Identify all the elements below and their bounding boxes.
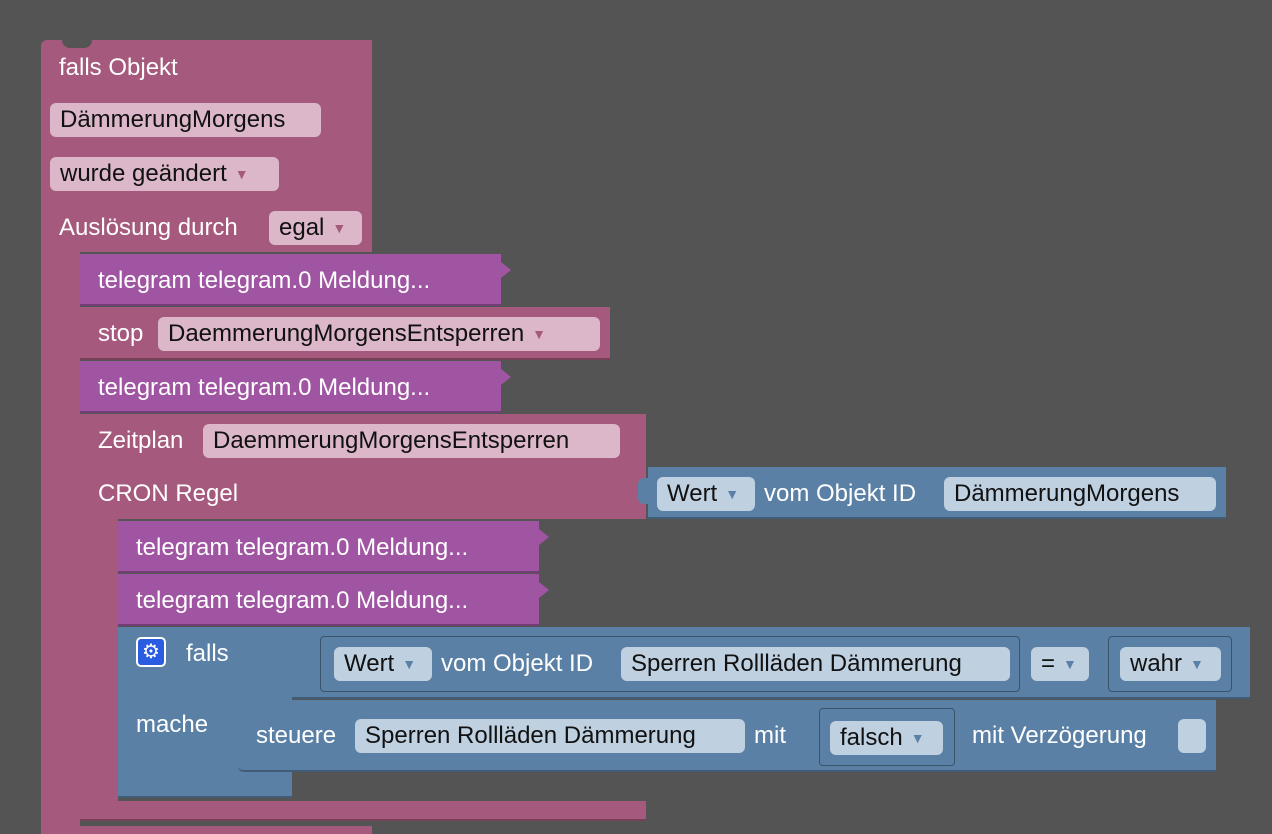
gear-icon[interactable]: ⚙: [136, 637, 166, 667]
value-type-dropdown[interactable]: Wert▼: [657, 477, 755, 511]
output-notch: [501, 262, 511, 278]
stop-label: stop: [98, 320, 144, 347]
compare-right-input: [1108, 636, 1232, 692]
value-type-dropdown[interactable]: Wert▼: [334, 647, 432, 681]
boolean-dropdown[interactable]: wahr▼: [1120, 647, 1221, 681]
trigger-object-field[interactable]: DämmerungMorgens: [50, 103, 321, 137]
trigger-block-bottom: [41, 826, 372, 834]
chevron-down-icon: ▼: [910, 730, 925, 746]
chevron-down-icon: ▼: [532, 326, 547, 342]
telegram-label: telegram telegram.0 Meldung...: [98, 267, 431, 294]
if-block-bottom: [118, 786, 292, 798]
telegram-block[interactable]: [118, 574, 539, 626]
set-value-input: [819, 708, 955, 766]
compare-left-input: [320, 636, 1020, 692]
set-object-field[interactable]: Sperren Rollläden Dämmerung: [355, 719, 745, 753]
if-label: falls: [186, 640, 229, 667]
delay-field[interactable]: [1178, 719, 1206, 753]
input-connector: [282, 642, 292, 668]
chevron-down-icon: ▼: [1063, 656, 1077, 672]
output-notch: [539, 529, 549, 545]
telegram-label: telegram telegram.0 Meldung...: [136, 534, 469, 561]
stop-schedule-dropdown[interactable]: DaemmerungMorgensEntsperren▼: [158, 317, 600, 351]
set-label: steuere: [256, 722, 337, 749]
schedule-label: Zeitplan: [98, 427, 184, 454]
schedule-name-field[interactable]: DaemmerungMorgensEntsperren: [203, 424, 620, 458]
object-id-label: vom Objekt ID: [764, 480, 917, 507]
telegram-label: telegram telegram.0 Meldung...: [136, 587, 469, 614]
operator-dropdown[interactable]: =▼: [1031, 647, 1089, 681]
chevron-down-icon: ▼: [725, 486, 740, 502]
do-label: mache: [136, 711, 209, 738]
chevron-down-icon: ▼: [1190, 656, 1204, 672]
telegram-block[interactable]: [80, 254, 501, 306]
trigger-by-dropdown[interactable]: egal▼: [269, 211, 362, 245]
telegram-block[interactable]: [80, 361, 501, 413]
trigger-by-label: Auslösung durch: [59, 214, 238, 241]
output-notch: [539, 582, 549, 598]
chevron-down-icon: ▼: [332, 220, 347, 236]
cron-label: CRON Regel: [98, 480, 239, 507]
with-label: mit: [754, 722, 786, 749]
boolean-dropdown[interactable]: falsch▼: [830, 721, 943, 755]
chevron-down-icon: ▼: [234, 166, 249, 182]
object-id-label: vom Objekt ID: [441, 650, 594, 677]
trigger-title: falls Objekt: [59, 54, 178, 81]
trigger-condition-dropdown[interactable]: wurde geändert▼: [50, 157, 279, 191]
object-id-field[interactable]: DämmerungMorgens: [944, 477, 1216, 511]
object-id-field[interactable]: Sperren Rollläden Dämmerung: [621, 647, 1010, 681]
schedule-block-bottom: [80, 801, 646, 821]
delay-label: mit Verzögerung: [972, 722, 1147, 749]
telegram-label: telegram telegram.0 Meldung...: [98, 374, 431, 401]
chevron-down-icon: ▼: [402, 656, 417, 672]
input-connector: [638, 478, 648, 504]
output-notch: [501, 369, 511, 385]
trigger-block-top-notch: [62, 40, 92, 48]
telegram-block[interactable]: [118, 521, 539, 573]
